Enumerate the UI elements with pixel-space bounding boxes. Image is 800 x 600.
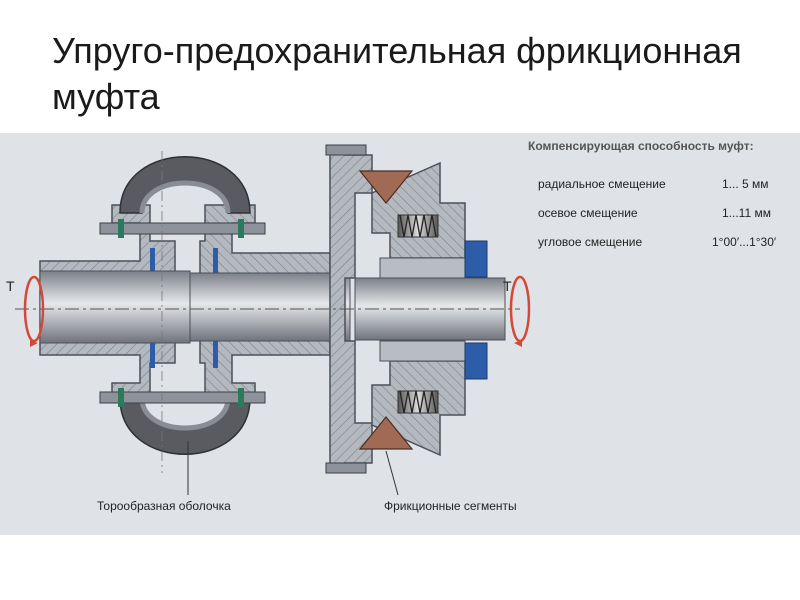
- spec-value: 1°00′...1°30′: [712, 235, 777, 249]
- slide-title: Упруго-предохранительная фрикционная муф…: [52, 30, 742, 117]
- clutch-flange: [325, 144, 373, 474]
- spec-label: радиальное смещение: [538, 177, 666, 191]
- spec-header: Компенсирующая способность муфт:: [528, 139, 754, 153]
- spec-label: осевое смещение: [538, 206, 638, 220]
- callout-segments: Фрикционные сегменты: [384, 499, 517, 513]
- right-shaft: [354, 277, 506, 341]
- torque-label-right: T: [503, 278, 512, 294]
- torque-label-left: T: [6, 278, 15, 294]
- spec-value: 1... 5 мм: [722, 177, 769, 191]
- torque-arrow-left-icon: [23, 275, 45, 347]
- middle-shaft: [189, 272, 351, 342]
- segments-leader: [385, 450, 399, 496]
- coupling-diagram: T T Торообразная оболочка Фрикционные се…: [0, 133, 800, 535]
- lock-nut: [464, 240, 488, 380]
- spec-panel: Компенсирующая способность муфт: радиаль…: [528, 139, 777, 249]
- friction-segments: [358, 170, 414, 450]
- left-shaft: [39, 270, 191, 344]
- springs: [397, 214, 439, 414]
- spec-value: 1...11 мм: [722, 206, 771, 220]
- toroidal-shell: [119, 156, 251, 455]
- callout-shell: Торообразная оболочка: [97, 499, 231, 513]
- torque-arrow-right-icon: [509, 275, 531, 347]
- clamp-bolts: [99, 219, 266, 407]
- spec-label: угловое смещение: [538, 235, 643, 249]
